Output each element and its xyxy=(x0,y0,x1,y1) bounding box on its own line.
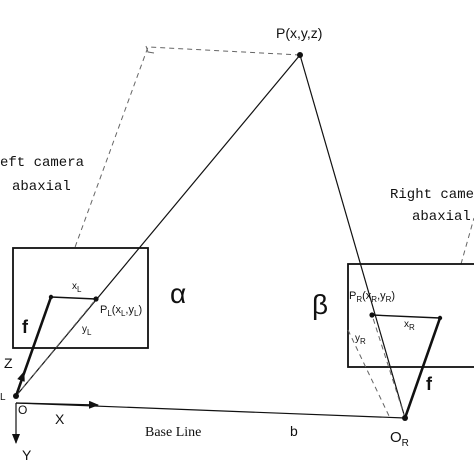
origin-l-label: L xyxy=(0,392,6,403)
point-or xyxy=(402,415,408,421)
yl-label: yL xyxy=(82,324,92,337)
right-dashed-drop xyxy=(347,329,391,419)
point-p xyxy=(297,52,303,58)
axis-z-label: Z xyxy=(4,355,13,371)
right-camera-label-line1: Right camer xyxy=(390,187,474,203)
xr-label: xR xyxy=(404,319,415,332)
pl-label: PL(xL,yL) xyxy=(100,304,142,318)
point-ol xyxy=(13,393,19,399)
right-camera-label-line2: abaxial xyxy=(412,209,471,225)
point-right-principal xyxy=(437,315,443,321)
point-pl xyxy=(93,296,99,302)
left-axis-right-angle-mark xyxy=(145,45,155,54)
alpha-label: α xyxy=(170,278,186,309)
z-axis-arrow xyxy=(17,371,25,387)
ray-right xyxy=(299,54,406,419)
base-line xyxy=(15,402,406,419)
right-x-segment xyxy=(371,314,441,319)
point-left-principal xyxy=(48,294,54,300)
left-camera-label-line2: abaxial xyxy=(12,179,71,195)
base-line-label: Base Line xyxy=(145,425,201,440)
f-left-label: f xyxy=(22,317,29,337)
right-optical-axis xyxy=(460,217,474,265)
xl-label: xL xyxy=(72,281,82,294)
right-image-plane xyxy=(347,263,474,368)
axis-y-label: Y xyxy=(22,447,32,463)
origin-o-label: O xyxy=(18,403,27,417)
left-image-plane xyxy=(12,247,149,349)
yr-label: yR xyxy=(355,333,366,346)
left-optical-axis xyxy=(73,46,301,251)
left-camera-label-line1: eft camera xyxy=(0,155,84,171)
right-dashed-ray xyxy=(371,314,406,419)
pr-label: PR(xR,yR) xyxy=(349,290,395,304)
axis-x-label: X xyxy=(55,411,65,427)
beta-label: β xyxy=(312,289,328,320)
or-label: OR xyxy=(390,429,409,449)
right-focal-line-f xyxy=(403,317,442,419)
f-right-label: f xyxy=(426,374,433,394)
left-dashed-ray xyxy=(15,298,97,397)
baseline-b-label: b xyxy=(290,423,298,439)
point-pr xyxy=(369,312,375,318)
x-axis-arrow xyxy=(15,400,99,409)
left-x-segment xyxy=(50,296,97,300)
point-p-label: P(x,y,z) xyxy=(276,25,322,41)
